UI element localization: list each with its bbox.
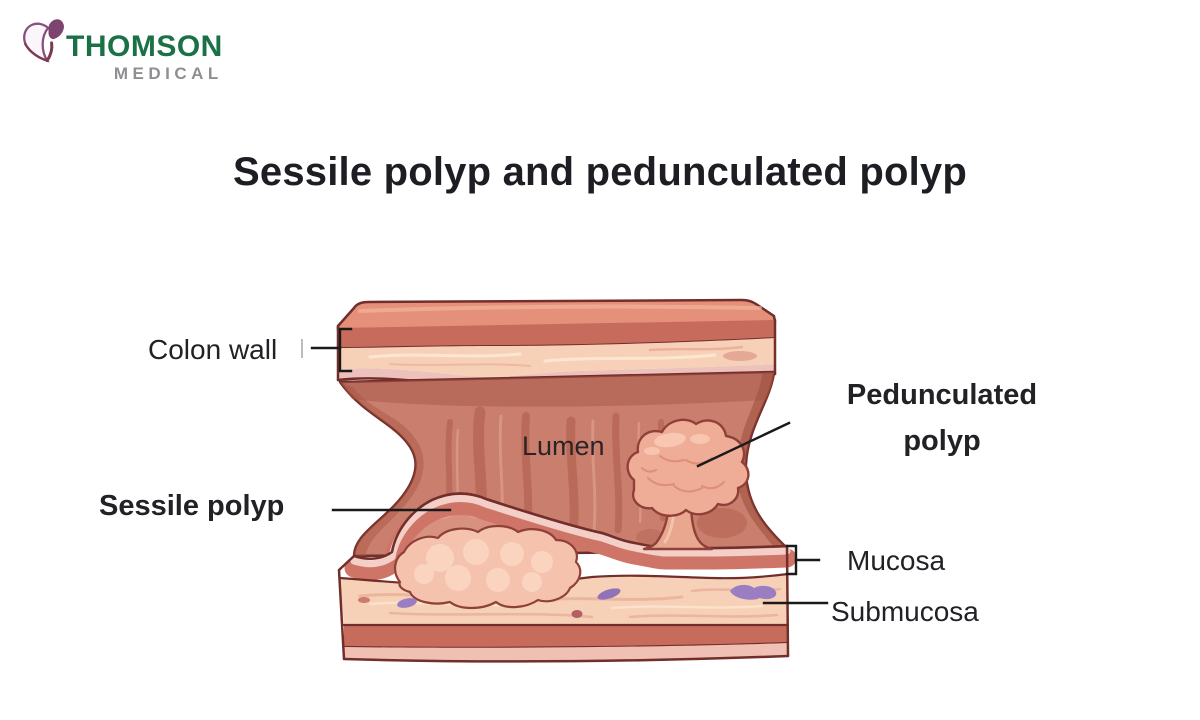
colon-wall-top bbox=[336, 298, 777, 389]
pedunculated-polyp-shape bbox=[626, 418, 750, 551]
label-mucosa: Mucosa bbox=[847, 545, 946, 576]
mucosa-surface-highlight bbox=[350, 495, 791, 568]
thomson-medical-logo: THOMSON MEDICAL bbox=[18, 16, 223, 82]
butterfly-icon bbox=[23, 19, 64, 63]
colon-illustration bbox=[336, 298, 797, 663]
submucosa-vessels bbox=[358, 584, 777, 618]
label-submucosa: Submucosa bbox=[831, 596, 979, 627]
brand-division: MEDICAL bbox=[113, 64, 223, 83]
brand-name: THOMSON bbox=[66, 30, 223, 63]
page-title: Sessile polyp and pedunculated polyp bbox=[233, 150, 967, 194]
label-lumen: Lumen bbox=[522, 431, 605, 461]
label-sessile-polyp: Sessile polyp bbox=[99, 490, 285, 522]
label-pedunculated-polyp: Pedunculated polyp bbox=[846, 379, 1038, 458]
label-colon-wall: Colon wall bbox=[148, 334, 278, 365]
sessile-polyp-mass bbox=[394, 524, 582, 610]
